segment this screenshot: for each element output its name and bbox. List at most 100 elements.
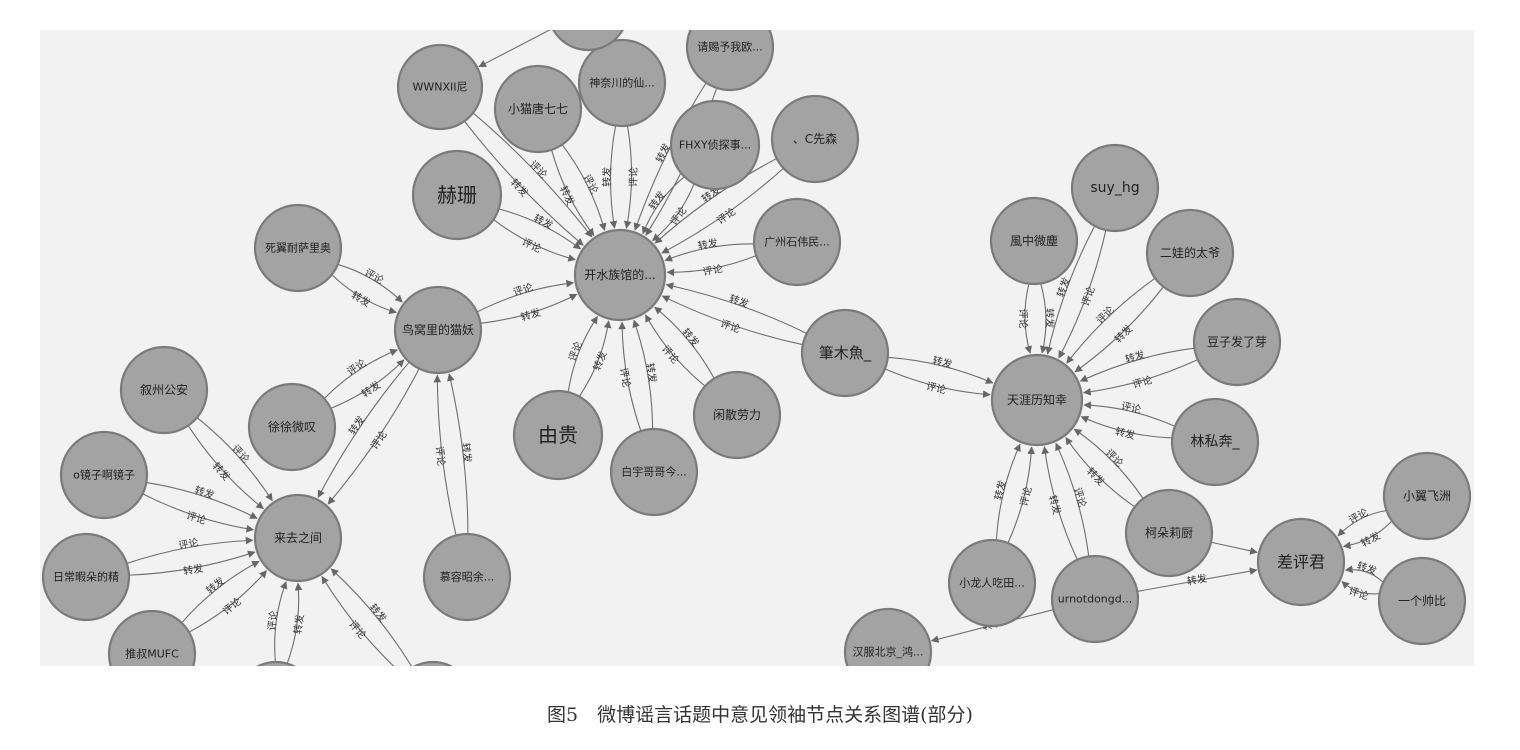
edge-xuxu-niaowo (330, 359, 405, 409)
node-bimu[interactable]: 筆木魚_ (800, 308, 890, 398)
node-cxiansen[interactable]: 、C先森 (770, 94, 860, 184)
node-circle (685, 30, 775, 92)
edge-murong-niaowo (433, 374, 457, 536)
node-youjing[interactable]: 由贵 (512, 389, 604, 481)
edge-label: 转发 (349, 288, 373, 309)
node-wwnxii[interactable]: WWNXII尼 (396, 43, 484, 131)
edge-label: 转发 (459, 442, 474, 463)
node-fengzhong[interactable]: 風中微塵 (989, 196, 1079, 286)
edge-label: 转发 (679, 326, 702, 350)
node-baiyu[interactable]: 白宇哥哥今... (609, 427, 699, 517)
node-xianjiang[interactable]: 闲散劳力 (692, 370, 782, 460)
node-chaping[interactable]: 差评君 (1256, 517, 1346, 607)
node-label: 死翼耐萨里奥 (265, 241, 331, 255)
node-xiaomao[interactable]: 小猫唐七七 (493, 64, 583, 154)
edge-label: 评论 (177, 536, 199, 552)
edge-urnot-chaping (1137, 567, 1258, 592)
node-circle (609, 427, 699, 517)
node-circle (573, 228, 667, 322)
node-tianya[interactable]: 天涯历知幸 (990, 353, 1084, 447)
node-linsi[interactable]: 林私奔_ (1170, 397, 1260, 487)
edge-label: 转发 (931, 354, 954, 371)
edge-xiaolong-tianya (995, 443, 1021, 540)
node-fhxy[interactable]: FHXY侦探事... (669, 99, 761, 191)
node-xuzhou[interactable]: 叙州公安 (119, 345, 209, 435)
edge-label: 评论 (346, 618, 369, 642)
node-label: 白宇哥哥今... (621, 465, 687, 479)
node-circle (989, 196, 1079, 286)
node-murong[interactable]: 慕容昭余... (422, 532, 512, 622)
edge-label: 评论 (362, 266, 386, 287)
node-siyi[interactable]: 死翼耐萨里奥 (253, 203, 343, 293)
node-circle (843, 607, 933, 666)
node-label: 由贵 (538, 423, 578, 447)
node-circle (253, 493, 343, 583)
node-circle (1382, 451, 1472, 541)
edge-cxiansen-kaishui (661, 168, 784, 254)
edge-cxiansen-kaishui (654, 158, 777, 244)
node-xuxu[interactable]: 徐徐微叹 (247, 382, 337, 472)
edge-label: 评论 (512, 280, 535, 298)
node-label: 请赐予我欧... (697, 41, 763, 54)
node-douzi[interactable]: 豆子发了芽 (1192, 297, 1282, 387)
node-top1[interactable] (548, 30, 628, 52)
edge-label: 转发 (727, 292, 750, 311)
edge-label: 转发 (204, 574, 228, 597)
node-tuishu[interactable]: 推叔MUFC (107, 609, 197, 666)
edge-label: 转发 (193, 483, 216, 502)
edge-ojingzi-laiqu (142, 493, 255, 533)
node-kaishui[interactable]: 开水族馆的... (573, 228, 667, 322)
node-label: 慕容昭余... (440, 570, 495, 584)
node-bot1[interactable] (236, 660, 316, 666)
edge-fengzhong-tianya (1024, 283, 1032, 354)
edge-heshan-kaishui (499, 208, 582, 250)
node-circle (552, 30, 624, 52)
node-circle (119, 345, 209, 435)
edge-douzi-tianya (1083, 359, 1198, 396)
node-label: 闲散劳力 (713, 407, 761, 422)
edge-niaowo-laiqu (327, 368, 420, 505)
node-xiaoyi[interactable]: 小翼飞洲 (1382, 451, 1472, 541)
edge-label: 评论 (659, 343, 682, 367)
node-label: 天涯历知幸 (1007, 393, 1067, 407)
node-label: 小猫唐七七 (508, 101, 568, 116)
edge-label: 评论 (1120, 399, 1142, 416)
node-heshan[interactable]: 赫珊 (411, 149, 503, 241)
node-richang[interactable]: 日常暇朵的精 (41, 532, 131, 622)
node-qingci[interactable]: 请赐予我欧... (685, 30, 775, 92)
edge-label: 转发 (1043, 308, 1056, 328)
edge-keduo-tianya (1073, 428, 1144, 499)
node-urnot[interactable]: urnotdongd... (1050, 554, 1140, 644)
node-circle (1170, 397, 1260, 487)
node-yigeshuai[interactable]: 一个帅比 (1377, 556, 1467, 646)
edge-bimu-tianya (885, 368, 991, 398)
node-circle (770, 94, 860, 184)
node-label: 来去之间 (274, 531, 322, 545)
node-shennai[interactable]: 神奈川的仙... (577, 38, 667, 128)
node-guangzhou[interactable]: 广州石伟民... (752, 197, 842, 287)
relationship-graph: 评论转发评论转发评论转发评论转发评论转发评论转发评论转发评论转发转发评论评论转发… (41, 30, 1472, 666)
node-niaowo[interactable]: 鸟窝里的猫妖 (393, 285, 483, 375)
node-label: 林私奔_ (1191, 434, 1241, 450)
edge-siyi-niaowo (331, 274, 397, 315)
edge-label: 评论 (520, 235, 544, 255)
edge-richang-laiqu (127, 536, 254, 564)
node-suyhg[interactable]: suy_hg (1070, 143, 1160, 233)
edge-label: 转发 (557, 184, 578, 208)
node-label: 差评君 (1277, 553, 1325, 572)
node-circle (512, 389, 604, 481)
node-hanfu[interactable]: 汉服北京_鸿... (843, 607, 933, 666)
edge-suyhg-tianya (1058, 230, 1107, 359)
node-keduo[interactable]: 柯朵莉厨 (1124, 488, 1214, 578)
edge-label: 评论 (185, 509, 208, 528)
node-label: 柯朵莉厨 (1145, 526, 1193, 540)
node-bot2[interactable] (393, 660, 473, 666)
node-ojingzi[interactable]: o镜子啊镜子 (59, 430, 149, 520)
edge-xiaolong-tianya (1007, 446, 1036, 543)
node-label: o镜子啊镜子 (73, 468, 135, 482)
node-xiaolong[interactable]: 小龙人吃田... (947, 538, 1037, 628)
node-laiqu[interactable]: 来去之间 (253, 493, 343, 583)
node-erwa[interactable]: 二娃的太爷 (1145, 208, 1235, 298)
edge-suyhg-tianya (1045, 226, 1096, 355)
edge-label: 转发 (210, 460, 233, 484)
